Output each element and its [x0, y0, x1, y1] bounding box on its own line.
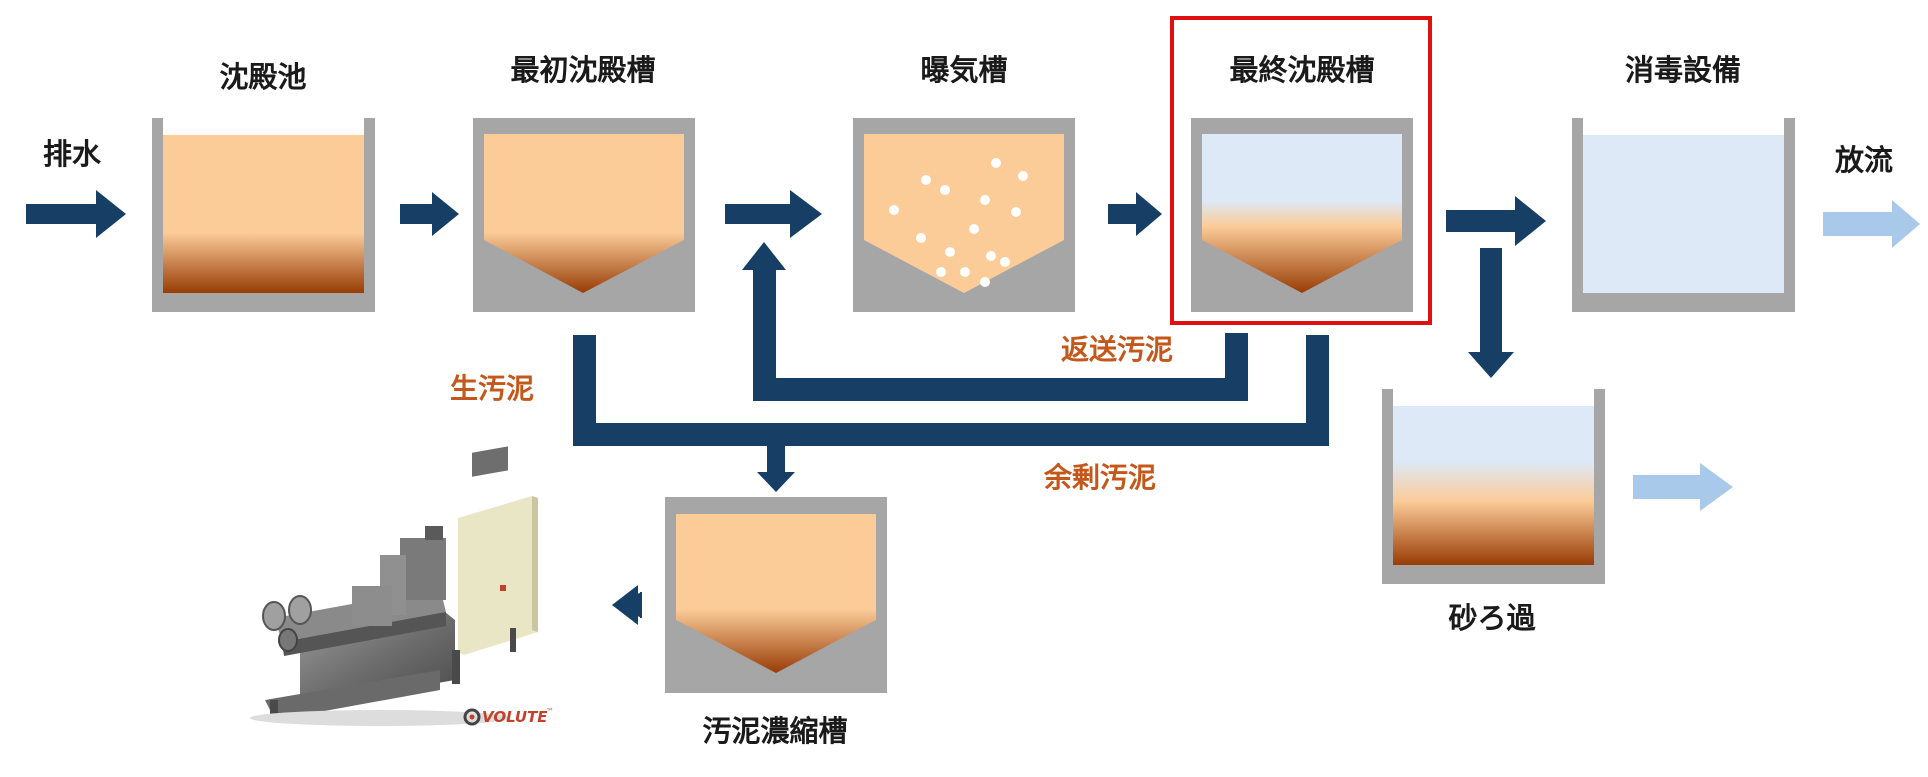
outflow-label: 放流	[1834, 143, 1893, 177]
sludge-collector-pipe	[573, 423, 1329, 446]
sludge-pipes	[573, 242, 1329, 618]
sand-filter-outflow-arrow	[1633, 463, 1733, 511]
aeration-bubbles	[889, 158, 1028, 287]
flow-arrow-final-to-disinfection	[1446, 196, 1546, 246]
raw-sludge-label: 生汚泥	[450, 372, 534, 405]
return-sludge-pipe-up	[753, 270, 776, 401]
flow-arrow-aeration-to-final	[1108, 192, 1162, 236]
final-clarifier-tank	[1191, 118, 1413, 312]
sand-filtration-tank	[1382, 389, 1605, 584]
aeration-tank	[853, 118, 1075, 312]
aeration-tank-label: 曝気槽	[920, 53, 1007, 87]
thickener-feed-arrowhead	[757, 472, 795, 492]
volute-logo: VOLUTE ™	[463, 707, 554, 726]
primary-clarifier-tank	[473, 118, 695, 312]
final-clarifier-label: 最終沈殿槽	[1229, 53, 1374, 87]
excess-sludge-pipe-down	[1306, 335, 1329, 446]
dewatering-arrow-shaft	[612, 585, 642, 625]
main-flow-arrows	[26, 190, 1546, 378]
volute-trademark: ™	[546, 707, 554, 716]
primary-clarifier-label: 最初沈殿槽	[510, 53, 655, 87]
raw-sludge-pipe-down	[573, 335, 596, 446]
disinfection-label: 消毒設備	[1625, 53, 1741, 87]
volute-brand-text: VOLUTE	[482, 708, 548, 726]
thickener-feed-pipe	[767, 446, 785, 474]
return-sludge-label: 返送汚泥	[1061, 333, 1173, 366]
sludge-thickener-tank	[665, 497, 887, 693]
flow-arrow-to-sand-filter	[1468, 248, 1514, 378]
settling-pond-label: 沈殿池	[219, 60, 306, 94]
discharge-arrow	[1823, 200, 1920, 248]
disinfection-tank	[1572, 118, 1795, 312]
inflow-arrow	[26, 190, 126, 238]
flow-arrow-pond-to-primary	[400, 192, 459, 236]
return-sludge-pipe-horizontal	[753, 378, 1248, 401]
sand-filtration-label: 砂ろ過	[1448, 601, 1536, 635]
settling-pond-tank	[152, 118, 375, 312]
final-clarifier-highlight	[1170, 16, 1432, 325]
effluent-arrows	[1633, 200, 1920, 511]
excess-sludge-label: 余剰汚泥	[1043, 461, 1156, 494]
flow-arrow-primary-to-aeration	[725, 190, 822, 238]
inflow-label: 排水	[43, 137, 102, 171]
return-sludge-arrowhead	[742, 242, 786, 270]
sludge-thickener-label: 汚泥濃縮槽	[702, 714, 847, 748]
screw-press-dewatering-machine-icon: VOLUTE ™	[250, 446, 554, 726]
